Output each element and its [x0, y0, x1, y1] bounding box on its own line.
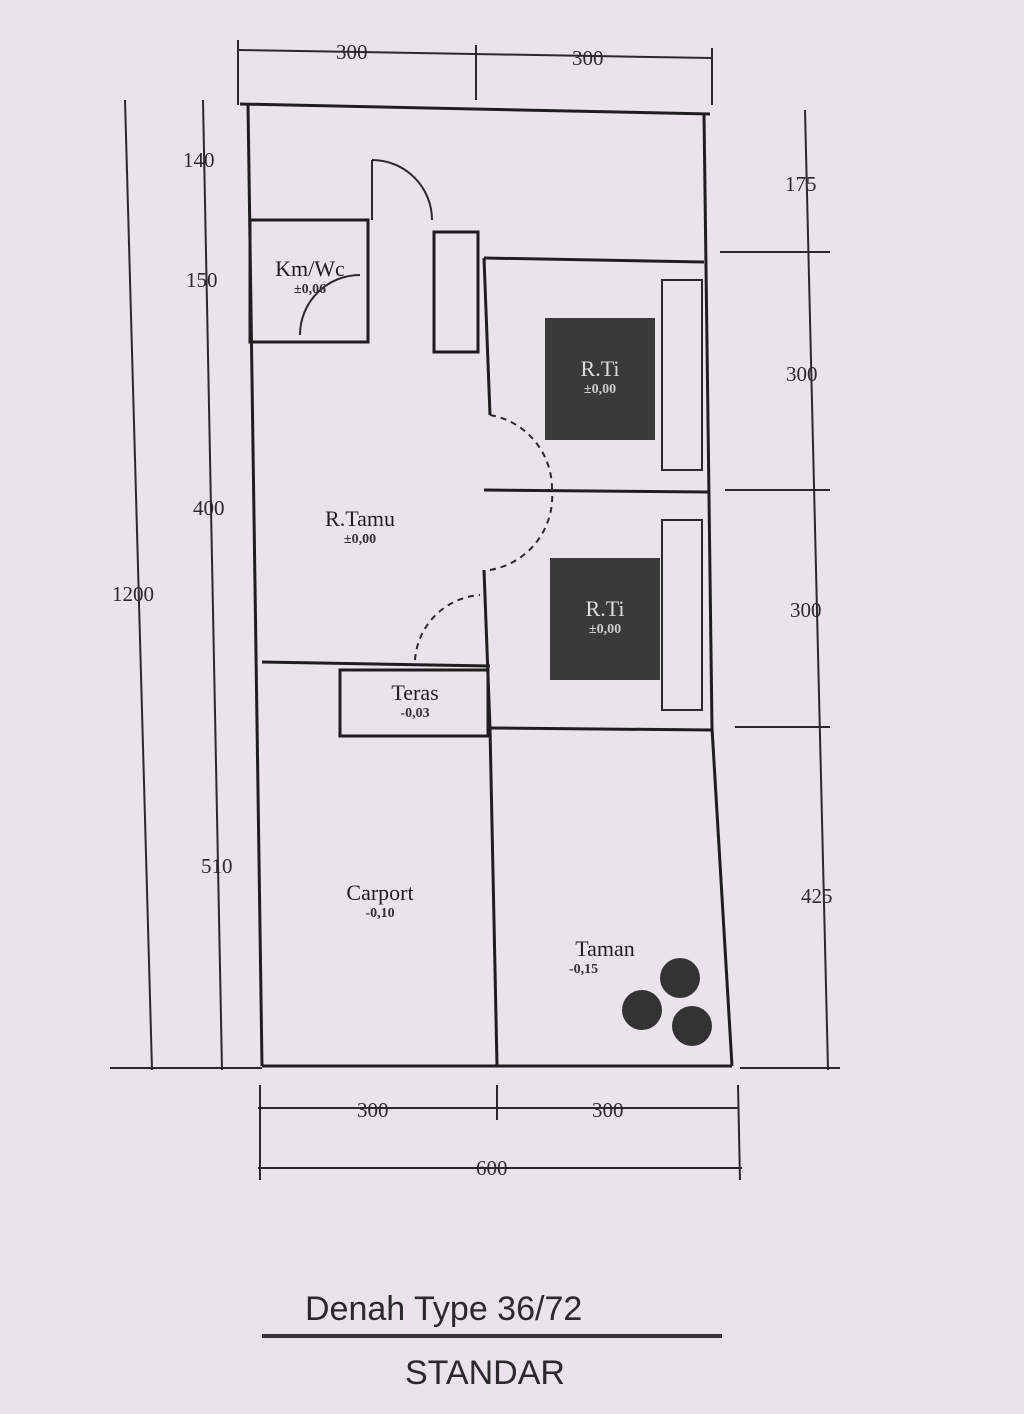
dim-left-4: 510 [201, 854, 233, 878]
room-name: R.Tamu [325, 506, 395, 531]
dim-bottom-total: 600 [476, 1156, 508, 1180]
room-carport: Carport -0,10 [320, 880, 440, 922]
room-name: Taman [575, 936, 635, 961]
room-level: ±0,00 [343, 532, 377, 547]
room-bedroom-2: R.Ti ±0,00 [555, 596, 655, 638]
room-garden: Taman -0,15 [555, 936, 655, 978]
room-name: R.Ti [580, 356, 620, 381]
dim-bottom-left: 300 [357, 1098, 389, 1122]
room-level: -0,03 [400, 706, 430, 721]
dim-left-3: 400 [193, 496, 225, 520]
plan-title: Denah Type 36/72 [305, 1290, 583, 1328]
dim-left-1: 140 [183, 148, 215, 172]
room-name: R.Ti [585, 596, 625, 621]
dim-right-2: 300 [786, 362, 818, 386]
dim-bottom-right: 300 [592, 1098, 624, 1122]
dim-top-left: 300 [336, 40, 368, 64]
room-name: Carport [346, 880, 414, 905]
dim-left-total: 1200 [112, 582, 154, 606]
room-level: ±0,00 [583, 382, 617, 397]
room-living: R.Tamu ±0,00 [295, 506, 425, 548]
plan-subtitle: STANDAR [405, 1354, 565, 1392]
dim-right-3: 300 [790, 598, 822, 622]
room-bathroom: Km/Wc ±0,06 [255, 256, 365, 298]
room-name: Teras [391, 680, 439, 705]
dim-right-4: 425 [801, 884, 833, 908]
dim-left-2: 150 [186, 268, 218, 292]
dim-top-right: 300 [572, 46, 604, 70]
room-level: ±0,06 [293, 282, 327, 297]
room-level: -0,10 [365, 906, 395, 921]
room-name: Km/Wc [275, 256, 345, 281]
room-terrace: Teras -0,03 [372, 680, 458, 722]
room-bedroom-1: R.Ti ±0,00 [550, 356, 650, 398]
dim-right-1: 175 [785, 172, 817, 196]
room-level: -0,15 [569, 962, 599, 977]
room-level: ±0,00 [588, 622, 622, 637]
